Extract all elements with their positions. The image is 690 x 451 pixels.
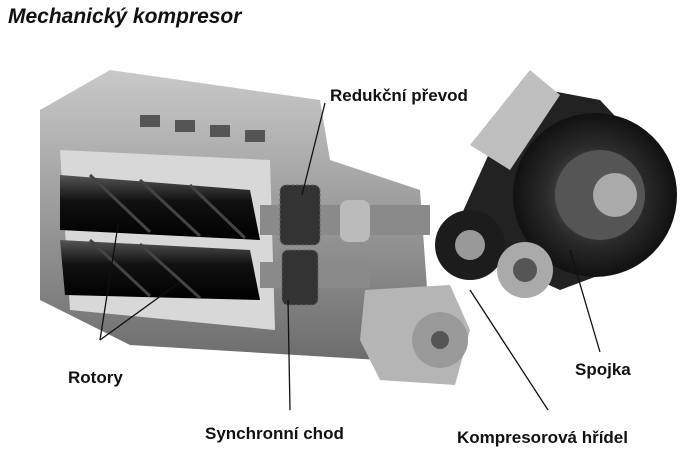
label-synchronization: Synchronní chod [205,424,344,443]
label-rotors: Rotory [68,368,123,387]
belt-drive [360,70,677,385]
gears [260,184,430,306]
diagram-title: Mechanický kompresor [8,5,242,28]
leader-lines [99,102,601,411]
label-clutch: Spojka [575,360,631,379]
label-reduction-gear: Redukční převod [330,86,468,105]
label-compressor-shaft: Kompresorová hřídel [457,428,628,447]
rotors [60,173,260,300]
